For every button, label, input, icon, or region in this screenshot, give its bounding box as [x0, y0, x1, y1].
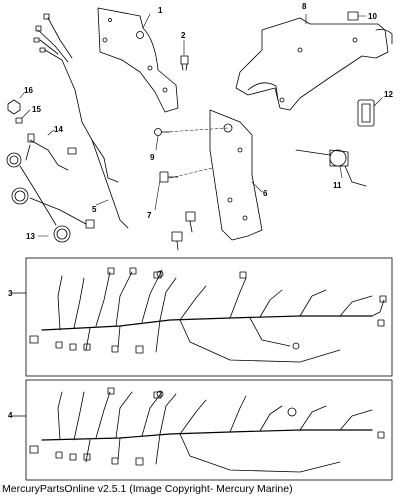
part-16-connector[interactable] [7, 92, 25, 115]
part-8-bracket[interactable] [235, 13, 393, 111]
callout-labels: 1 2 3 4 5 6 7 8 9 10 11 12 13 14 15 16 [8, 2, 393, 420]
harness-panel-4[interactable] [11, 379, 393, 481]
callout-14: 14 [54, 125, 63, 134]
callout-13: 13 [26, 232, 35, 241]
callout-1: 1 [158, 6, 163, 15]
part-11-sensor[interactable] [295, 149, 367, 187]
harness-panel-3[interactable] [11, 257, 393, 377]
callout-16: 16 [24, 86, 33, 95]
part-13-plugs[interactable] [6, 152, 95, 243]
part-7-screws[interactable] [154, 171, 196, 251]
part-6-plate[interactable] [209, 109, 263, 241]
alignment-lines [164, 127, 229, 179]
callout-6: 6 [263, 189, 268, 198]
callout-2: 2 [181, 31, 186, 40]
callout-9: 9 [150, 153, 155, 162]
part-2-bolt[interactable] [180, 39, 189, 71]
callout-10: 10 [368, 12, 377, 21]
callout-5: 5 [92, 205, 97, 214]
part-1-bracket[interactable] [97, 7, 179, 113]
part-15-clip[interactable] [15, 109, 31, 124]
callout-8: 8 [302, 2, 307, 11]
callout-4: 4 [8, 411, 13, 420]
callout-7: 7 [147, 211, 152, 220]
part-9-screw[interactable] [154, 128, 171, 151]
callout-11: 11 [333, 181, 342, 190]
part-12-sensor[interactable] [357, 97, 383, 127]
part-14-harness[interactable] [25, 129, 69, 171]
part-10-bolt[interactable] [347, 11, 367, 21]
copyright-footer: MercuryPartsOnline v2.5.1 (Image Copyrig… [2, 483, 293, 495]
part-5-harness[interactable] [33, 13, 129, 229]
callout-12: 12 [384, 90, 393, 99]
callout-3: 3 [8, 289, 13, 298]
callout-15: 15 [32, 105, 41, 114]
